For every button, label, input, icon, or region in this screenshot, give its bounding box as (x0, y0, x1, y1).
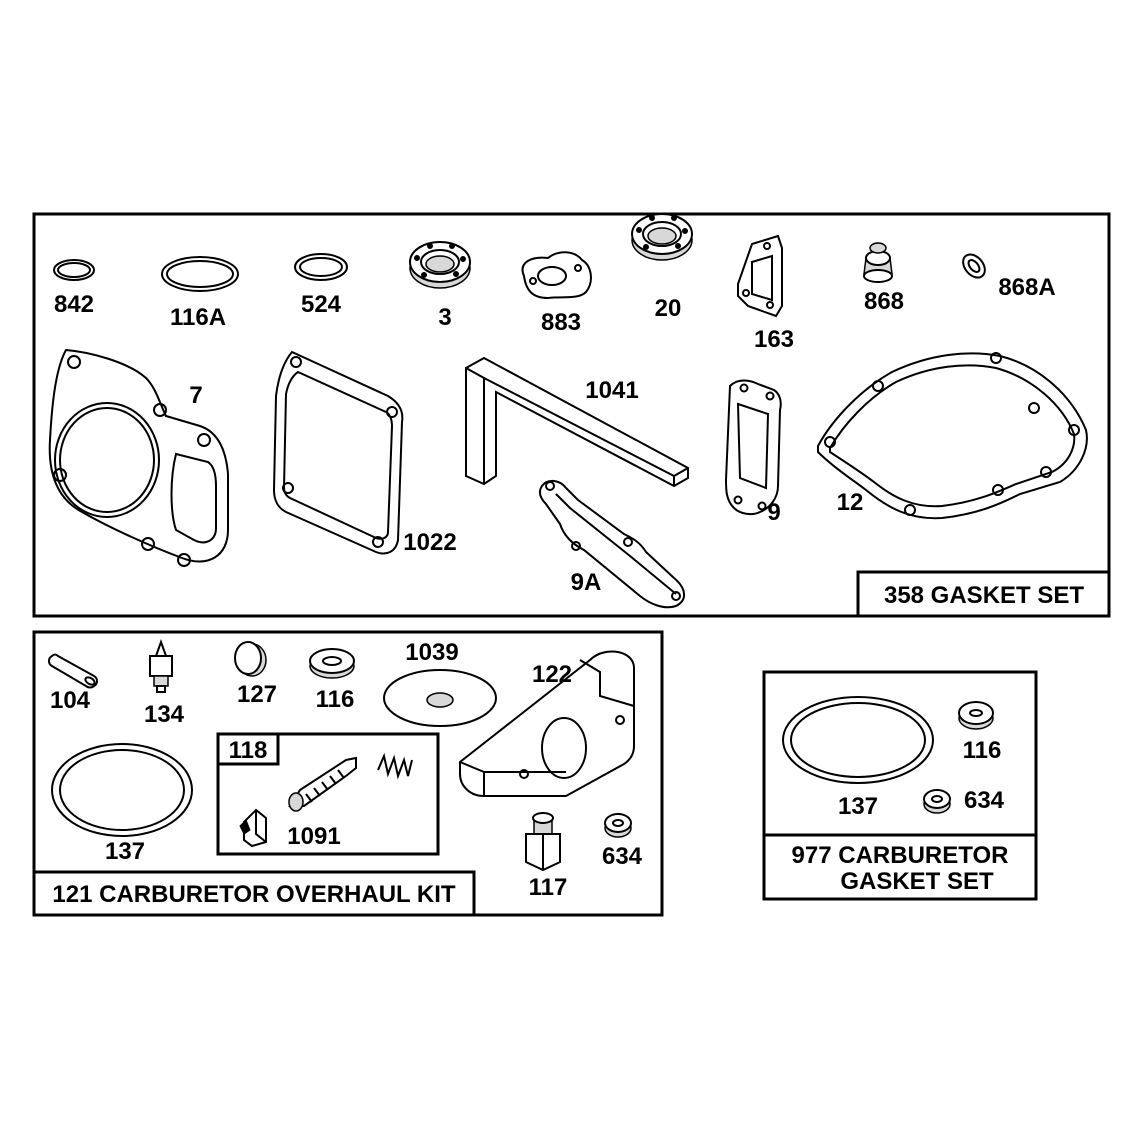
part-label-12: 12 (837, 489, 864, 516)
part-label-868A: 868A (998, 274, 1055, 301)
part-label-134: 134 (144, 701, 185, 728)
carb-gasket-set-title-line1: 977 CARBURETOR (792, 842, 1009, 869)
part-label-634: 634 (602, 843, 643, 870)
part-1039-diaphragm (383, 669, 497, 727)
part-524-o-ring (294, 253, 348, 281)
part-label-116A: 116A (170, 304, 226, 331)
part-20-oil-seal (631, 213, 693, 261)
part-3-oil-seal (409, 241, 471, 289)
part-label-163: 163 (754, 326, 794, 353)
part-label-883: 883 (541, 309, 581, 336)
part-842-o-ring (53, 259, 95, 281)
part-label-9: 9 (767, 499, 780, 526)
part-label-116-set: 116 (963, 737, 1002, 764)
part-label-127: 127 (237, 681, 277, 708)
part-12-crankcase-gasket (817, 352, 1088, 520)
part-868-valve-seal (863, 242, 893, 283)
sub-kit-118-title: 118 (229, 737, 268, 764)
part-label-1041: 1041 (585, 377, 638, 404)
part-883-flange-gasket (521, 251, 592, 300)
part-label-1039: 1039 (405, 639, 458, 666)
part-117-fitting (525, 812, 561, 872)
gasket-set-title: 358 GASKET SET (884, 582, 1084, 609)
part-1041-bracket (465, 356, 689, 488)
part-163-gasket (737, 234, 783, 318)
overhaul-kit-title: 121 CARBURETOR OVERHAUL KIT (52, 881, 456, 908)
limiter-cap-icon (239, 808, 267, 848)
part-label-20: 20 (655, 295, 682, 322)
part-label-137-set: 137 (838, 793, 878, 820)
part-label-137: 137 (105, 838, 145, 865)
part-label-634-set: 634 (964, 787, 1005, 814)
part-134-needle (149, 639, 173, 693)
part-116-washer (309, 648, 355, 679)
part-9A-gasket (538, 480, 685, 609)
part-label-9A: 9A (571, 569, 602, 596)
part-label-116: 116 (316, 686, 355, 713)
part-label-3: 3 (438, 304, 451, 331)
part-label-868: 868 (864, 288, 904, 315)
part-label-1091: 1091 (287, 823, 340, 850)
sub-kit-118-box: 118 1091 (216, 732, 440, 856)
part-116A-o-ring (161, 256, 239, 292)
part-116-washer-set (958, 701, 994, 730)
part-7-head-gasket (48, 348, 229, 567)
part-137-o-ring-set (782, 696, 934, 784)
part-label-7: 7 (189, 382, 202, 409)
part-label-524: 524 (301, 291, 342, 318)
carb-gasket-set-title-line2: GASKET SET (840, 868, 994, 895)
part-868A-washer (962, 253, 986, 279)
part-label-1022: 1022 (403, 529, 456, 556)
overhaul-kit-title-box (32, 870, 476, 917)
part-634-washer (604, 813, 632, 838)
part-label-122: 122 (532, 661, 572, 688)
part-104-pin (48, 653, 98, 689)
part-137-o-ring (51, 743, 193, 837)
part-634-washer-set (923, 789, 951, 814)
part-9-exhaust-gasket (724, 379, 782, 516)
gasket-set-title-box (856, 570, 1111, 618)
spring-icon (377, 752, 413, 780)
part-127-welch-plug (234, 641, 267, 677)
part-1022-gasket (272, 350, 404, 555)
part-label-117: 117 (529, 874, 568, 901)
overhaul-kit-panel: 121 CARBURETOR OVERHAUL KIT 104 134 127 … (32, 630, 664, 917)
part-1091-mixture-screw (288, 756, 357, 812)
part-label-842: 842 (54, 291, 94, 318)
part-122-plate (459, 650, 635, 797)
part-label-104: 104 (50, 687, 91, 714)
carb-gasket-set-panel: 977 CARBURETOR GASKET SET 137 116 634 (762, 670, 1038, 901)
gasket-set-panel: 358 GASKET SET 842 116A 524 (32, 212, 1111, 618)
